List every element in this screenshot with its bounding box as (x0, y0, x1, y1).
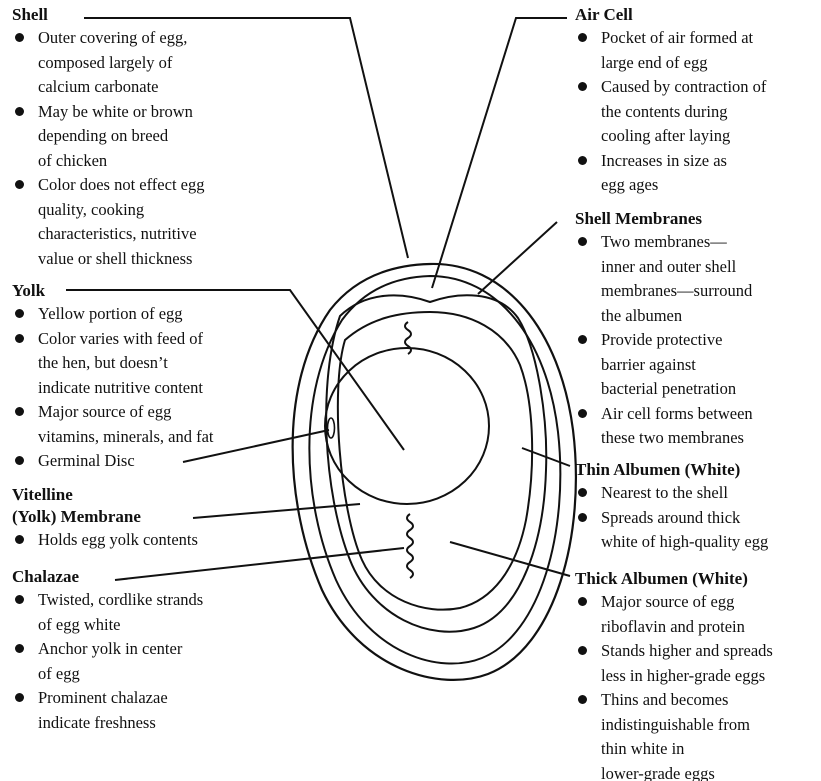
thin-albumen-bullet: Nearest to the shell (575, 481, 819, 506)
air-cell-leader-line (432, 18, 567, 288)
yolk-bullet: Color varies with feed of the hen, but d… (12, 327, 312, 401)
thick-albumen-bullet: Stands higher and spreads less in higher… (575, 639, 819, 688)
shell-membrane-outline (309, 276, 560, 664)
bullet-icon (578, 597, 587, 606)
chalazae-bullet: Prominent chalazae indicate freshness (12, 686, 312, 735)
yolk-bullet: Major source of egg vitamins, minerals, … (12, 400, 312, 449)
vitelline-bullet: Holds egg yolk contents (12, 528, 312, 553)
bullet-icon (578, 237, 587, 246)
chalazae-bullet: Anchor yolk in center of egg (12, 637, 312, 686)
bullet-icon (15, 693, 24, 702)
chalazae-label-block: Chalazae Twisted, cordlike strands of eg… (12, 566, 312, 735)
shell-bullet: May be white or brown depending on breed… (12, 100, 312, 174)
germinal-disc-bullet: Germinal Disc (12, 449, 312, 474)
shell-membranes-title: Shell Membranes (575, 208, 819, 230)
air-cell-bullet: Increases in size as egg ages (575, 149, 819, 198)
bullet-icon (15, 334, 24, 343)
air-cell-membrane (326, 295, 546, 631)
thick-albumen-label-block: Thick Albumen (White) Major source of eg… (575, 568, 819, 781)
bullet-icon (15, 644, 24, 653)
bullet-icon (578, 82, 587, 91)
shell-membranes-label-block: Shell Membranes Two membranes— inner and… (575, 208, 819, 451)
egg-shell-outline (293, 264, 576, 680)
bullet-icon (15, 180, 24, 189)
vitelline-bullet-list: Holds egg yolk contents (12, 528, 312, 553)
air-cell-label-block: Air Cell Pocket of air formed at large e… (575, 4, 819, 198)
thick-albumen-outline (338, 312, 532, 610)
yolk-circle (325, 348, 489, 504)
bullet-icon (15, 595, 24, 604)
shell-bullet: Outer covering of egg, composed largely … (12, 26, 312, 100)
bullet-icon (15, 456, 24, 465)
thin-albumen-title: Thin Albumen (White) (575, 459, 819, 481)
bullet-icon (578, 646, 587, 655)
yolk-bullet-list: Yellow portion of egg Color varies with … (12, 302, 312, 474)
shell-title: Shell (12, 4, 312, 26)
air-cell-bullet: Pocket of air formed at large end of egg (575, 26, 819, 75)
chalaza-bottom (407, 514, 413, 578)
shell-membranes-leader-line (478, 222, 557, 294)
bullet-icon (578, 695, 587, 704)
shell-membranes-bullet: Provide protective barrier against bacte… (575, 328, 819, 402)
bullet-icon (578, 156, 587, 165)
shell-membranes-bullet: Two membranes— inner and outer shell mem… (575, 230, 819, 328)
thick-albumen-bullet-list: Major source of egg riboflavin and prote… (575, 590, 819, 781)
thick-albumen-title: Thick Albumen (White) (575, 568, 819, 590)
bullet-icon (15, 33, 24, 42)
bullet-icon (15, 107, 24, 116)
bullet-icon (578, 335, 587, 344)
shell-bullet: Color does not effect egg quality, cooki… (12, 173, 312, 271)
chalazae-title: Chalazae (12, 566, 312, 588)
air-cell-bullet-list: Pocket of air formed at large end of egg… (575, 26, 819, 198)
yolk-label-block: Yolk Yellow portion of egg Color varies … (12, 280, 312, 474)
vitelline-label-block: Vitelline (Yolk) Membrane Holds egg yolk… (12, 484, 312, 553)
thin-albumen-label-block: Thin Albumen (White) Nearest to the shel… (575, 459, 819, 555)
chalaza-top (405, 322, 411, 354)
bullet-icon (15, 309, 24, 318)
shell-membranes-bullet-list: Two membranes— inner and outer shell mem… (575, 230, 819, 451)
chalazae-bullet-list: Twisted, cordlike strands of egg white A… (12, 588, 312, 735)
thin-albumen-bullet: Spreads around thick white of high-quali… (575, 506, 819, 555)
bullet-icon (15, 535, 24, 544)
vitelline-title: Vitelline (Yolk) Membrane (12, 484, 312, 528)
yolk-bullet: Yellow portion of egg (12, 302, 312, 327)
thin-albumen-bullet-list: Nearest to the shell Spreads around thic… (575, 481, 819, 555)
shell-label-block: Shell Outer covering of egg, composed la… (12, 4, 312, 271)
bullet-icon (578, 513, 587, 522)
bullet-icon (15, 407, 24, 416)
shell-bullet-list: Outer covering of egg, composed largely … (12, 26, 312, 271)
germinal-disc (328, 418, 335, 438)
thick-albumen-bullet: Thins and becomes indistinguishable from… (575, 688, 819, 781)
shell-membranes-bullet: Air cell forms between these two membran… (575, 402, 819, 451)
bullet-icon (578, 488, 587, 497)
bullet-icon (578, 409, 587, 418)
chalazae-bullet: Twisted, cordlike strands of egg white (12, 588, 312, 637)
air-cell-bullet: Caused by contraction of the contents du… (575, 75, 819, 149)
yolk-title: Yolk (12, 280, 312, 302)
thick-albumen-bullet: Major source of egg riboflavin and prote… (575, 590, 819, 639)
air-cell-title: Air Cell (575, 4, 819, 26)
bullet-icon (578, 33, 587, 42)
